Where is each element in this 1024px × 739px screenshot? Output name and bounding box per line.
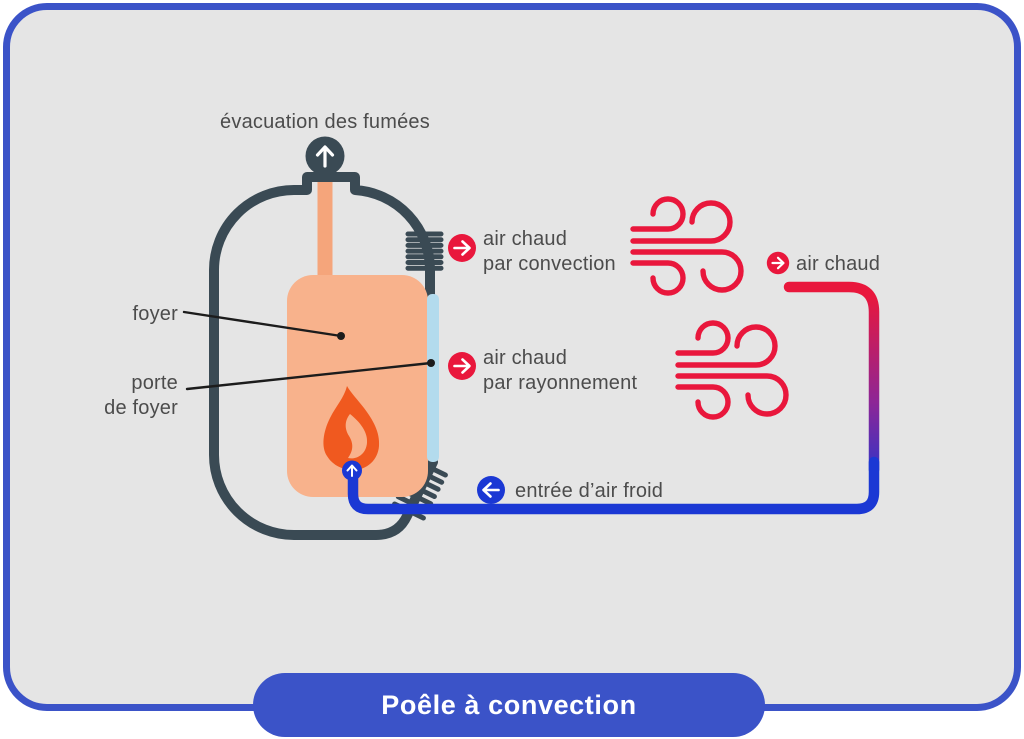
label-air-chaud: air chaud (796, 252, 880, 277)
label-air-chaud-rayonnement: air chaud par rayonnement (483, 346, 637, 396)
label-convection-line2: par convection (483, 253, 616, 275)
hot-air-radiation-badge (448, 352, 476, 380)
label-rayonnement-line2: par rayonnement (483, 372, 638, 394)
right-arrow-icon (453, 358, 471, 374)
label-evacuation-fumees: évacuation des fumées (155, 110, 495, 135)
stove-door (427, 294, 439, 462)
label-porte-line1: porte (131, 372, 178, 394)
pointer-line-foyer (182, 310, 345, 340)
left-arrow-icon (482, 482, 500, 498)
hot-air-convection-badge (448, 234, 476, 262)
diagram-title: Poêle à convection (381, 689, 637, 720)
wind-icon (630, 196, 744, 296)
cold-air-pipe (347, 456, 880, 515)
title-banner: Poêle à convection (253, 673, 765, 737)
up-arrow-icon (315, 145, 335, 168)
cold-air-entry-badge (477, 476, 505, 504)
label-entree-air-froid: entrée d’air froid (515, 479, 663, 504)
right-arrow-icon (771, 256, 785, 270)
wind-icon (675, 320, 789, 420)
firebox (287, 275, 428, 497)
label-air-chaud-convection: air chaud par convection (483, 227, 616, 277)
label-evacuation-text: évacuation des fumées (220, 111, 430, 133)
label-air-chaud-text: air chaud (796, 253, 881, 275)
label-convection-line1: air chaud (483, 228, 568, 250)
stove-body-outline (209, 172, 438, 540)
label-foyer: foyer (75, 302, 178, 327)
label-entree-text: entrée d’air froid (515, 480, 664, 502)
label-porte-line2: de foyer (104, 397, 178, 419)
diagram-card (3, 3, 1021, 711)
right-arrow-icon (453, 240, 471, 256)
smoke-exit-badge (305, 136, 345, 176)
cold-air-inlet-badge (342, 460, 362, 481)
up-arrow-icon (346, 464, 358, 477)
label-rayonnement-line1: air chaud (483, 347, 568, 369)
chimney-pipe (317, 172, 333, 278)
hot-air-badge (766, 251, 790, 275)
label-foyer-text: foyer (132, 303, 178, 325)
hot-air-pipe (783, 281, 880, 476)
top-heat-coil (405, 231, 444, 271)
flame-icon (323, 386, 380, 470)
label-porte-de-foyer: porte de foyer (75, 371, 178, 421)
pointer-line-porte (185, 359, 435, 391)
